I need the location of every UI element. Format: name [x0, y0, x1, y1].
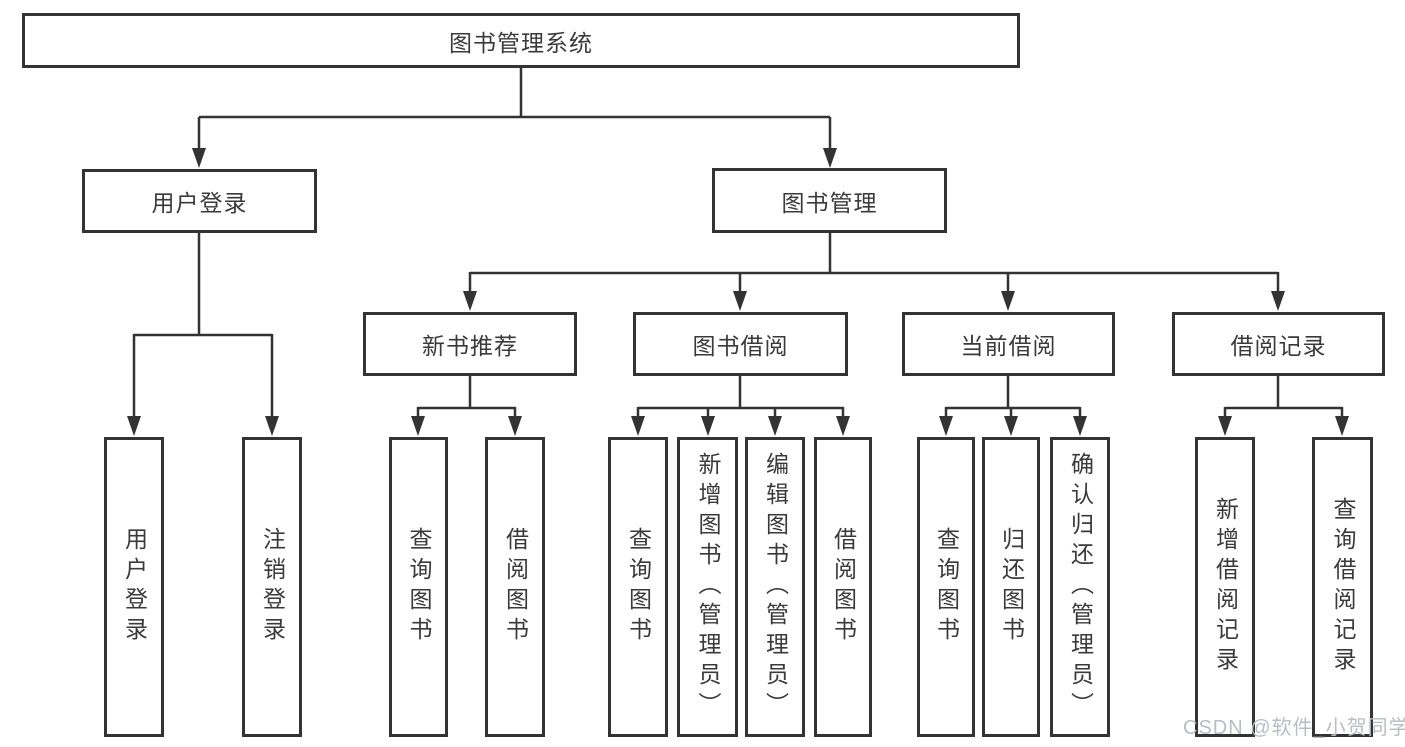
leaf-query-books-borrowing: 查询图书	[608, 437, 668, 737]
node-label: 借阅记录	[1230, 333, 1327, 359]
node-label: 查询借阅记录	[1330, 497, 1356, 677]
node-label: 注销登录	[259, 527, 286, 647]
leaf-edit-book-admin: 编辑图书（管理员）	[745, 437, 805, 737]
leaf-borrow-books-recommend: 借阅图书	[485, 437, 545, 737]
leaf-borrow-books-borrowing: 借阅图书	[814, 437, 872, 737]
node-label: 当前借阅	[960, 333, 1057, 359]
node-label: 查询图书	[625, 527, 652, 647]
node-user-login: 用户登录	[82, 169, 317, 233]
node-label: 图书管理系统	[449, 29, 593, 56]
leaf-query-borrow-record: 查询借阅记录	[1312, 437, 1373, 737]
leaf-add-book-admin: 新增图书（管理员）	[677, 437, 738, 737]
node-label: 用户登录	[121, 527, 148, 647]
node-book-management: 图书管理	[712, 168, 947, 233]
node-label: 借阅图书	[502, 527, 529, 647]
node-label: 编辑图书（管理员）	[762, 452, 789, 722]
leaf-query-books-recommend: 查询图书	[389, 437, 448, 737]
node-label: 确认归还（管理员）	[1067, 452, 1094, 722]
watermark: CSDN @软件_小贺同学	[1183, 717, 1405, 739]
node-current-borrowing: 当前借阅	[902, 312, 1115, 376]
node-label: 查询图书	[933, 527, 960, 647]
node-label: 用户登录	[151, 190, 248, 216]
node-root-library-system: 图书管理系统	[22, 13, 1020, 68]
node-book-borrowing: 图书借阅	[633, 312, 848, 376]
node-new-book-recommend: 新书推荐	[363, 312, 577, 376]
node-label: 查询图书	[406, 527, 432, 647]
node-label: 图书借阅	[692, 333, 789, 359]
leaf-add-borrow-record: 新增借阅记录	[1195, 437, 1255, 737]
node-label: 新书推荐	[422, 333, 518, 359]
leaf-query-books-current: 查询图书	[917, 437, 975, 737]
leaf-user-login: 用户登录	[104, 437, 164, 737]
node-label: 新增借阅记录	[1212, 497, 1239, 677]
node-label: 归还图书	[998, 527, 1025, 647]
node-label: 新增图书（管理员）	[695, 452, 721, 722]
leaf-return-book: 归还图书	[982, 437, 1040, 737]
node-label: 图书管理	[781, 189, 878, 216]
leaf-confirm-return-admin: 确认归还（管理员）	[1050, 437, 1110, 737]
node-label: 借阅图书	[830, 527, 857, 647]
leaf-logout: 注销登录	[242, 437, 302, 737]
node-borrowing-records: 借阅记录	[1172, 312, 1385, 376]
